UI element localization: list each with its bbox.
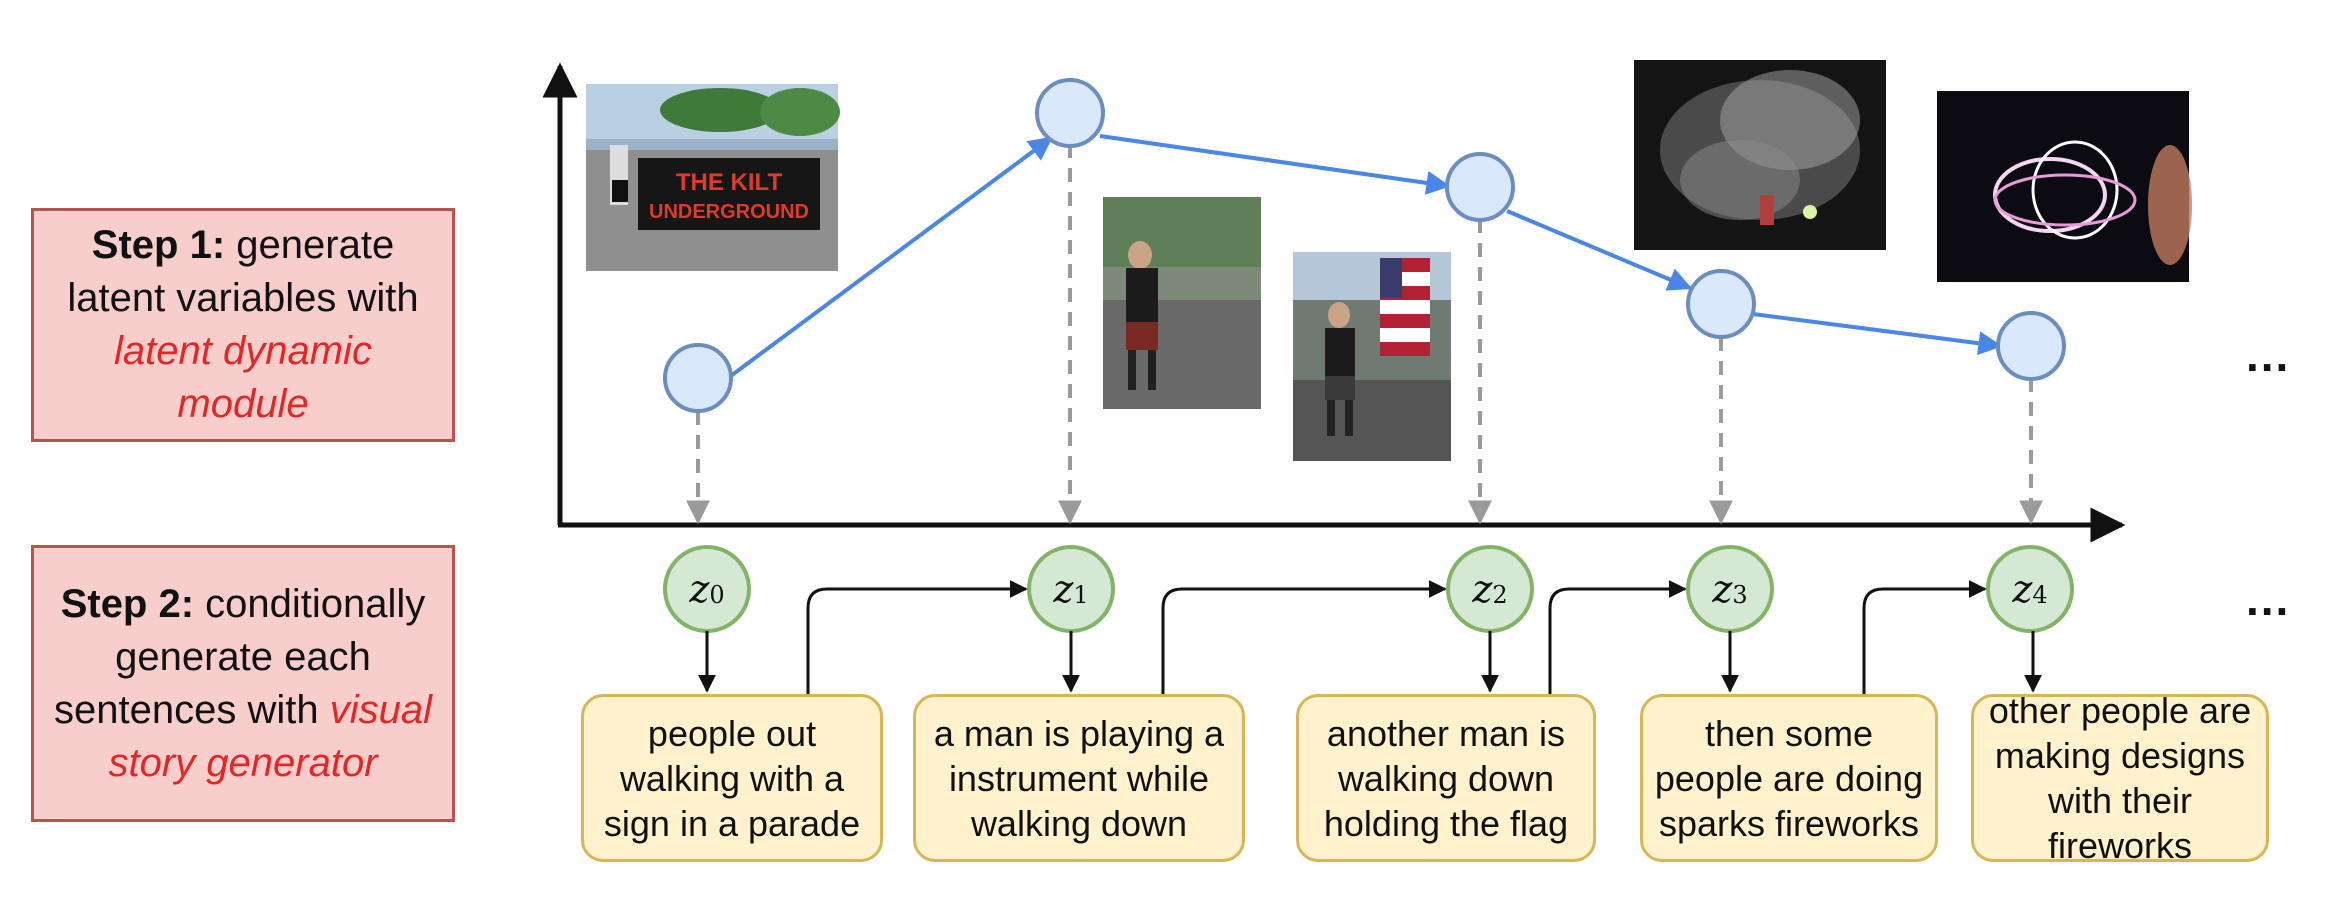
banner-line-1: THE KILT <box>676 169 783 196</box>
photo-parade-banner: THE KILT UNDERGROUND <box>586 84 840 271</box>
step1-text: generate latent variables with <box>67 223 419 320</box>
photo-sparkler-designs <box>1937 91 2192 282</box>
sentence-box-0: people out walking with a sign in a para… <box>581 694 883 862</box>
photo-smoke-night <box>1634 60 1886 250</box>
photo-man-flag <box>1293 252 1451 461</box>
latent-node-0 <box>663 343 733 413</box>
z-to-sentence-arrows <box>698 631 2042 693</box>
step1-emphasis: latent dynamic module <box>114 329 372 426</box>
ellipsis-bottom: ... <box>2246 573 2291 625</box>
sentence-box-2: another man is walking down holding the … <box>1296 694 1596 862</box>
sentence-text-0: people out walking with a sign in a para… <box>603 712 861 844</box>
banner-line-2: UNDERGROUND <box>649 201 809 223</box>
latent-projections <box>686 144 2043 525</box>
photo-man-instrument <box>1103 197 1261 409</box>
step2-text: conditionally generate each sentences wi… <box>54 581 426 732</box>
step1-box: Step 1: generate latent variables with l… <box>31 208 455 442</box>
latent-node-3 <box>1686 269 1756 339</box>
sentence-text-3: then some people are doing sparks firewo… <box>1654 712 1924 844</box>
step2-emphasis: visual story generator <box>108 687 432 785</box>
sentence-box-4: other people are making designs with the… <box>1971 694 2269 862</box>
step2-heading: Step 2: <box>60 581 195 626</box>
latent-node-2 <box>1445 152 1515 222</box>
sentence-box-1: a man is playing a instrument while walk… <box>913 694 1245 862</box>
step2-box: Step 2: conditionally generate each sent… <box>31 545 455 822</box>
latent-trajectory <box>726 134 2003 380</box>
ellipsis-top: ... <box>2246 329 2291 381</box>
step1-heading: Step 1: <box>91 223 226 267</box>
latent-node-1 <box>1035 78 1105 148</box>
z-node-4 <box>1986 545 2074 633</box>
sentence-text-2: another man is walking down holding the … <box>1323 712 1569 844</box>
latent-node-4 <box>1996 311 2066 381</box>
sentence-text-1: a man is playing a instrument while walk… <box>933 712 1225 844</box>
sentence-text-4: other people are making designs with the… <box>1988 694 2252 862</box>
sentence-box-3: then some people are doing sparks firewo… <box>1640 694 1938 862</box>
sentence-to-z-arrows <box>806 580 1987 694</box>
